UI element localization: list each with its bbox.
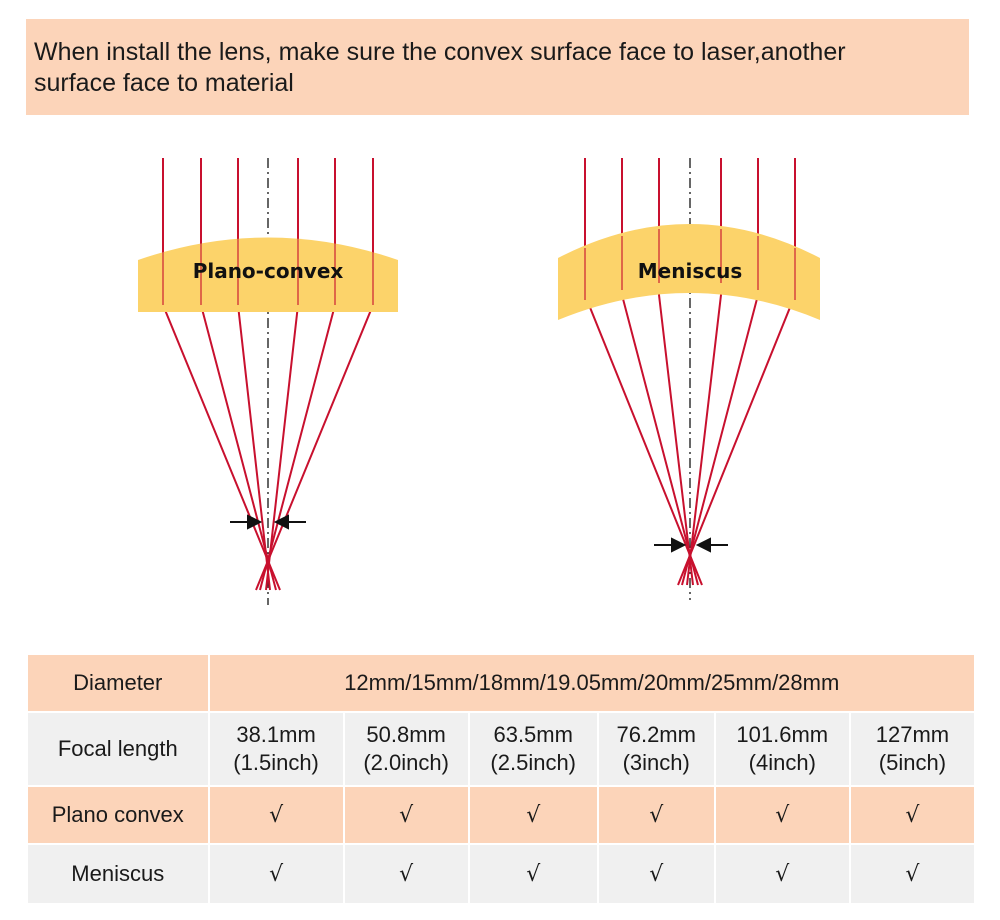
laser-beams-over-lens bbox=[584, 229, 796, 300]
plano-convex-lens-shape bbox=[138, 237, 398, 312]
check-mark: √ bbox=[209, 845, 343, 903]
check-mark: √ bbox=[850, 845, 974, 903]
meniscus-label: Meniscus bbox=[638, 259, 742, 283]
meniscus-row-label: Meniscus bbox=[28, 845, 208, 903]
check-mark: √ bbox=[850, 787, 974, 843]
focal-length-cell: 50.8mm (2.0inch) bbox=[344, 713, 468, 785]
focal-length-cell: 38.1mm (1.5inch) bbox=[209, 713, 343, 785]
focal-length-label: Focal length bbox=[28, 713, 208, 785]
diameter-label: Diameter bbox=[28, 655, 208, 711]
focal-inch: (2.5inch) bbox=[490, 750, 576, 775]
focal-length-cell: 101.6mm (4inch) bbox=[715, 713, 849, 785]
diameter-value: 12mm/15mm/18mm/19.05mm/20mm/25mm/28mm bbox=[209, 655, 974, 711]
focal-inch: (3inch) bbox=[622, 750, 690, 775]
focal-mm: 76.2mm bbox=[616, 722, 696, 747]
focal-mm: 101.6mm bbox=[736, 722, 829, 747]
focal-mm: 127mm bbox=[875, 722, 950, 747]
plano-convex-row: Plano convex √ √ √ √ √ √ bbox=[28, 787, 974, 843]
lens-spec-table: Diameter 12mm/15mm/18mm/19.05mm/20mm/25m… bbox=[26, 653, 976, 905]
install-note: When install the lens, make sure the con… bbox=[26, 19, 969, 115]
focal-length-cell: 76.2mm (3inch) bbox=[598, 713, 714, 785]
focal-mm: 63.5mm bbox=[493, 722, 573, 747]
check-mark: √ bbox=[598, 787, 714, 843]
focal-inch: (1.5inch) bbox=[233, 750, 319, 775]
install-note-line-2: surface face to material bbox=[34, 69, 294, 97]
check-mark: √ bbox=[344, 787, 468, 843]
focus-arrows bbox=[230, 514, 306, 530]
check-mark: √ bbox=[344, 845, 468, 903]
check-mark: √ bbox=[715, 845, 849, 903]
check-mark: √ bbox=[469, 845, 597, 903]
focal-length-cell: 63.5mm (2.5inch) bbox=[469, 713, 597, 785]
focal-length-row: Focal length 38.1mm (1.5inch) 50.8mm (2.0i… bbox=[28, 713, 974, 785]
focal-mm: 38.1mm bbox=[236, 722, 316, 747]
diameter-row: Diameter 12mm/15mm/18mm/19.05mm/20mm/25m… bbox=[28, 655, 974, 711]
meniscus-lens-shape bbox=[558, 224, 820, 320]
check-mark: √ bbox=[598, 845, 714, 903]
focus-arrows bbox=[654, 537, 728, 553]
plano-convex-row-label: Plano convex bbox=[28, 787, 208, 843]
focal-inch: (4inch) bbox=[748, 750, 816, 775]
plano-convex-label: Plano-convex bbox=[193, 259, 344, 283]
laser-beams-over-lens bbox=[162, 231, 374, 305]
meniscus-diagram: Meniscus bbox=[550, 150, 830, 610]
focal-length-cell: 127mm (5inch) bbox=[850, 713, 974, 785]
meniscus-row: Meniscus √ √ √ √ √ √ bbox=[28, 845, 974, 903]
check-mark: √ bbox=[715, 787, 849, 843]
install-note-line-1: When install the lens, make sure the con… bbox=[34, 38, 846, 66]
focal-inch: (5inch) bbox=[878, 750, 947, 775]
check-mark: √ bbox=[469, 787, 597, 843]
plano-convex-diagram: Plano-convex bbox=[130, 150, 410, 610]
check-mark: √ bbox=[209, 787, 343, 843]
focal-inch: (2.0inch) bbox=[363, 750, 449, 775]
focal-mm: 50.8mm bbox=[366, 722, 446, 747]
